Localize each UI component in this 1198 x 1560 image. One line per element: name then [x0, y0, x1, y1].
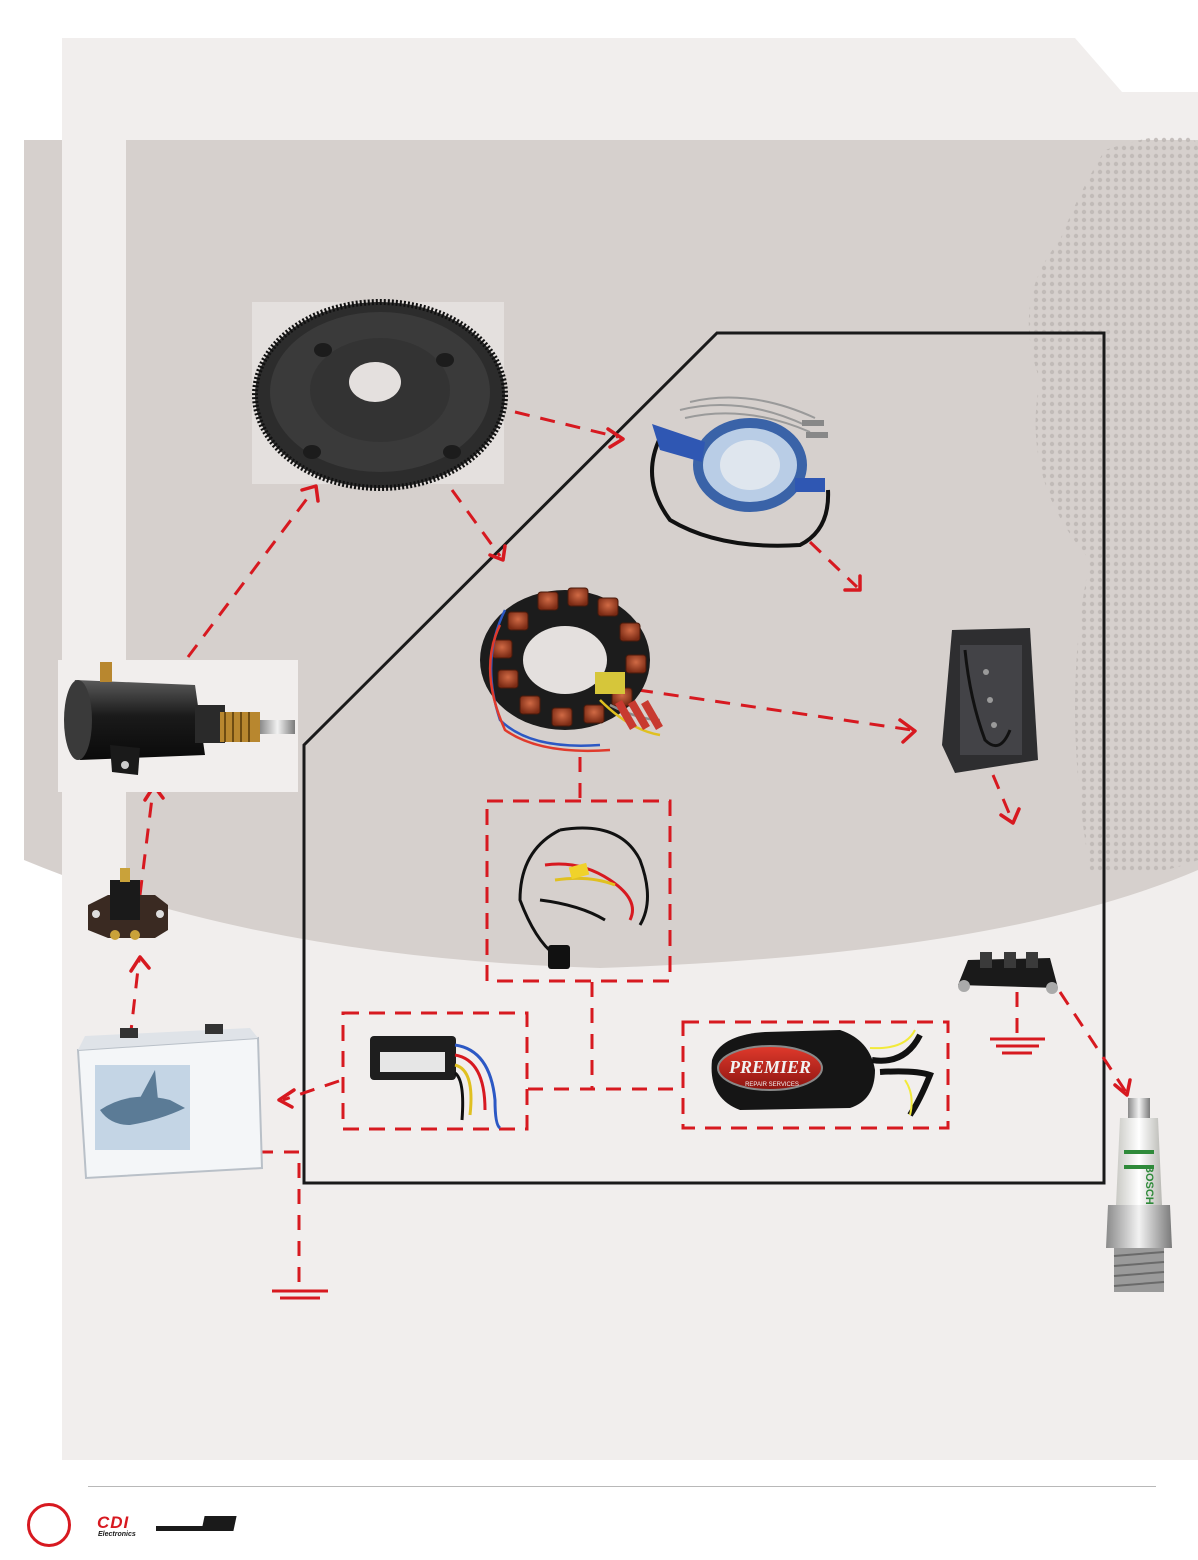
- wiring-harness-icon[interactable]: [518, 826, 649, 969]
- logo-bar: [156, 1526, 206, 1531]
- battery-icon[interactable]: [76, 1024, 264, 1180]
- spark-plug-brand-label: BOSCH: [1143, 1165, 1155, 1205]
- power-pack-icon[interactable]: [942, 628, 1038, 773]
- cdi-logo: CDI Electronics: [97, 1512, 257, 1542]
- logo-block: [201, 1516, 237, 1531]
- rectifier-icon[interactable]: [370, 1036, 502, 1130]
- solenoid-icon[interactable]: [88, 868, 168, 940]
- flywheel-icon[interactable]: [252, 299, 508, 491]
- footer-divider: [88, 1486, 1156, 1487]
- premier-module-icon[interactable]: PREMIER REPAIR SERVICES: [711, 1029, 934, 1117]
- ground-symbol: [272, 1289, 328, 1300]
- trigger-coil-icon[interactable]: [650, 396, 831, 548]
- connection-arrows: [128, 410, 1128, 1290]
- logo-subtext: Electronics: [98, 1531, 136, 1538]
- ground-symbol: [990, 1037, 1045, 1055]
- system-boundary: [302, 331, 1106, 1185]
- stator-icon[interactable]: [480, 587, 663, 753]
- arrow-heads: [129, 427, 1132, 1109]
- premier-label: PREMIER: [728, 1057, 811, 1077]
- starter-motor-icon[interactable]: [58, 660, 298, 792]
- spark-plug-icon[interactable]: BOSCH: [1106, 1098, 1172, 1292]
- logo-text: CDI: [97, 1513, 130, 1532]
- page-number-badge: [27, 1503, 71, 1547]
- premier-sublabel: REPAIR SERVICES: [745, 1082, 799, 1088]
- ignition-coil-icon[interactable]: [958, 952, 1058, 994]
- dashed-boxes: [341, 799, 950, 1131]
